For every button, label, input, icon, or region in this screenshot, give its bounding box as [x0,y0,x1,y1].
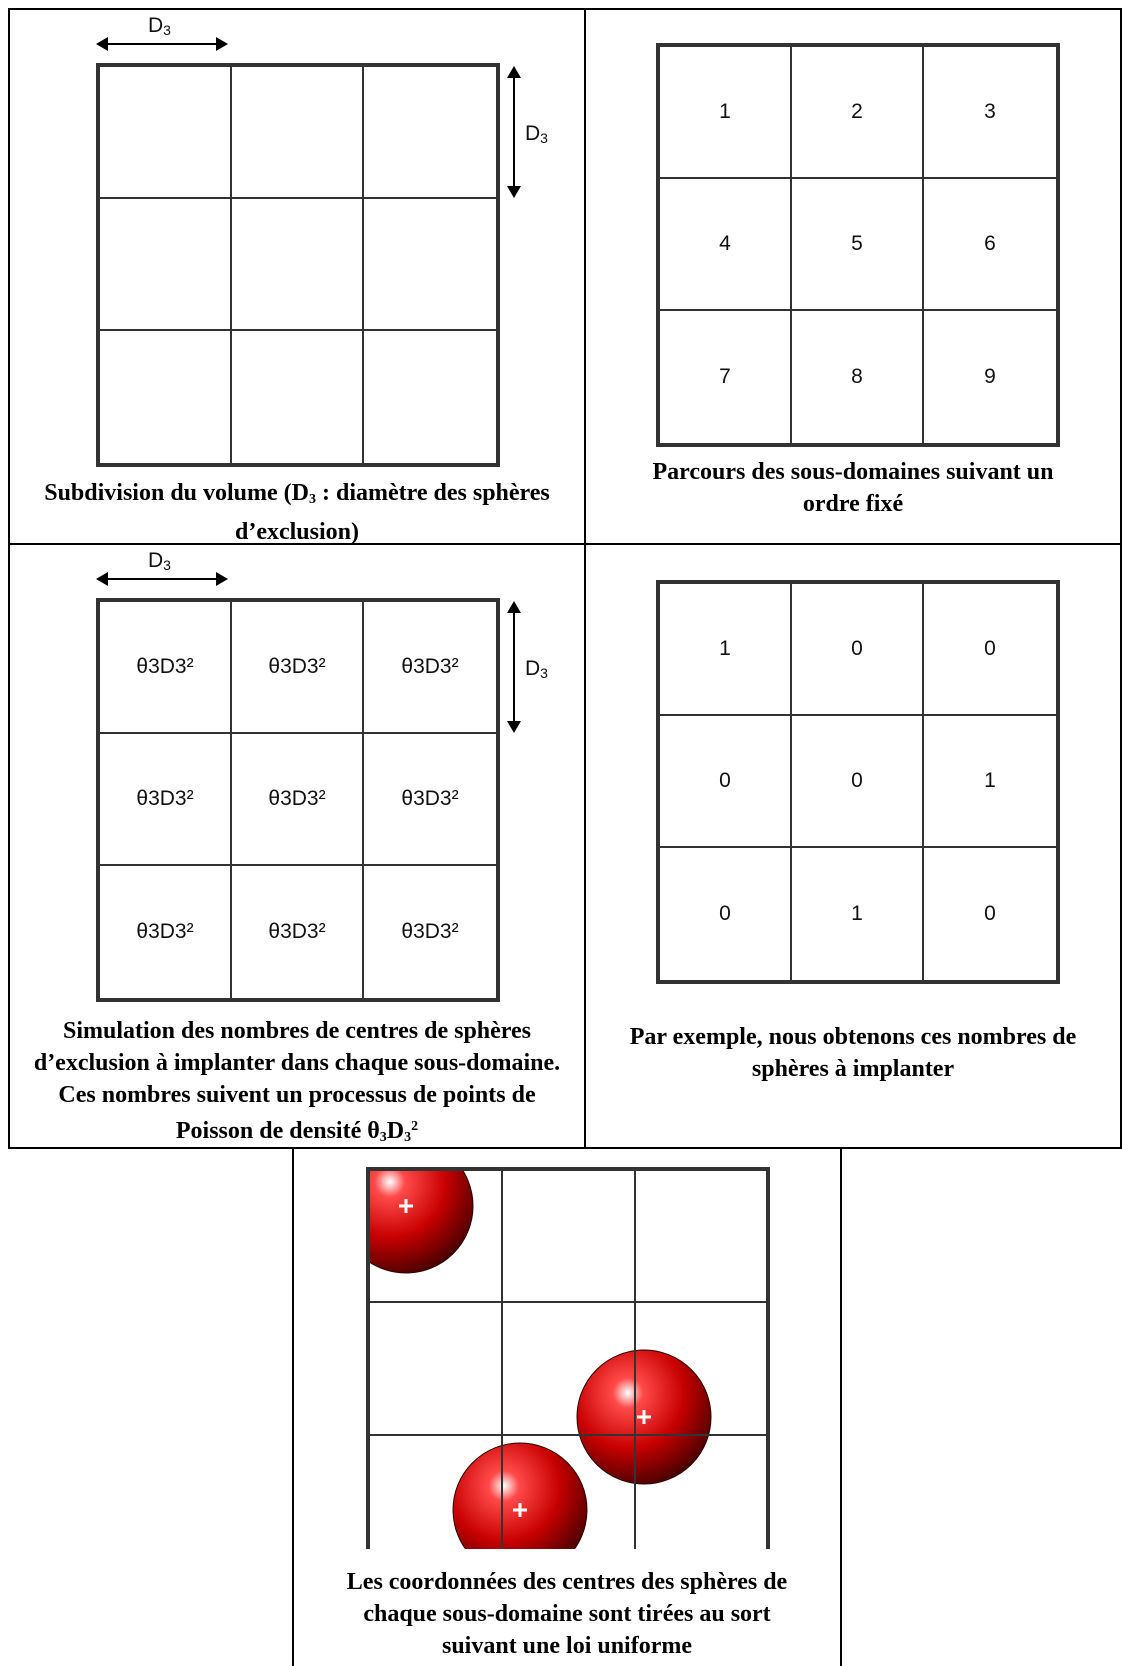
density-cell: θ3D3² [364,602,496,734]
density-cell: θ3D3² [100,866,232,998]
caption-simulation: Simulation des nombres de centres de sph… [10,1015,584,1154]
density-cell: θ3D3² [100,734,232,866]
caption-uniform-placement: Les coordonnées des centres des sphères … [294,1566,840,1662]
caption-subdivision: Subdivision du volume (D3 : diamètre des… [10,477,584,548]
density-cell: θ3D3² [232,734,364,866]
dimension-label-top: D3 [148,14,171,38]
caption-example-counts: Par exemple, nous obtenons ces nombres d… [586,1021,1120,1085]
panel-example-counts: 1 0 0 0 0 1 0 1 0 Par exemple, nous obte… [586,545,1120,1147]
count-cell: 1 [792,848,924,980]
count-cell: 0 [660,848,792,980]
panel-subdivision: D3 D3 Subdivision du volume (D3 : diamèt… [10,10,584,543]
density-cell: θ3D3² [364,734,496,866]
order-cell: 5 [792,179,924,311]
grid-cell [100,67,232,199]
grid-cell [232,331,364,463]
count-cell: 0 [792,716,924,848]
sphere-placement-diagram [294,1149,840,1549]
sphere [453,1443,587,1549]
density-cell: θ3D3² [232,866,364,998]
dimension-label-top: D3 [148,549,171,573]
order-grid: 1 2 3 4 5 6 7 8 9 [656,43,1060,447]
order-cell: 4 [660,179,792,311]
density-cell: θ3D3² [100,602,232,734]
grid-cell [100,331,232,463]
caption-order: Parcours des sous-domaines suivant un or… [586,456,1120,520]
density-cell: θ3D3² [364,866,496,998]
count-cell: 1 [660,584,792,716]
dimension-arrow-horizontal [98,43,226,45]
density-grid: θ3D3² θ3D3² θ3D3² θ3D3² θ3D3² θ3D3² θ3D3… [96,598,500,1002]
count-cell: 0 [924,848,1056,980]
subdivision-grid [96,63,500,467]
order-cell: 8 [792,311,924,443]
order-cell: 1 [660,47,792,179]
order-cell: 6 [924,179,1056,311]
dimension-arrow-horizontal [98,578,226,580]
count-cell: 1 [924,716,1056,848]
order-cell: 3 [924,47,1056,179]
grid-cell [100,199,232,331]
grid-cell [364,199,496,331]
frame-bottom-right [840,1147,842,1666]
count-cell: 0 [660,716,792,848]
dimension-label-right: D3 [525,657,548,681]
order-cell: 2 [792,47,924,179]
dimension-label-right: D3 [525,122,548,146]
grid-cell [364,331,496,463]
panel-uniform-placement: Les coordonnées des centres des sphères … [294,1149,840,1666]
dimension-arrow-vertical [513,68,515,196]
order-cell: 9 [924,311,1056,443]
dimension-arrow-vertical [513,603,515,731]
grid-cell [232,199,364,331]
panel-order: 1 2 3 4 5 6 7 8 9 Parcours des sous-doma… [586,10,1120,543]
density-cell: θ3D3² [232,602,364,734]
count-grid: 1 0 0 0 0 1 0 1 0 [656,580,1060,984]
grid-cell [364,67,496,199]
grid-cell [232,67,364,199]
panel-simulation: D3 D3 θ3D3² θ3D3² θ3D3² θ3D3² θ3D3² θ3D3… [10,545,584,1147]
order-cell: 7 [660,311,792,443]
count-cell: 0 [924,584,1056,716]
count-cell: 0 [792,584,924,716]
